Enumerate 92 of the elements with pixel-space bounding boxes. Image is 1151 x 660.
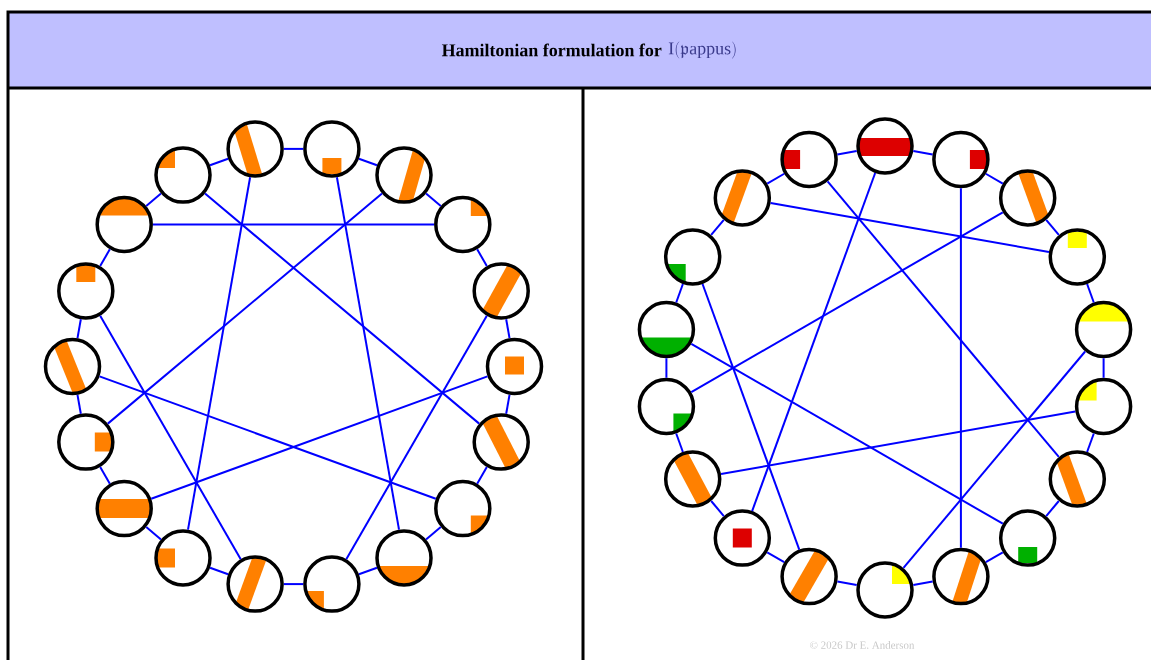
- vertex-circle: [95, 195, 153, 254]
- graph-edge: [1045, 500, 1060, 518]
- vertex-circle: [434, 479, 492, 538]
- vertex-circle: [998, 509, 1057, 567]
- graph-edge: [710, 218, 725, 236]
- vertex-circle: [226, 555, 284, 613]
- graph-edge: [76, 318, 82, 340]
- graph-edge: [209, 566, 230, 576]
- vertex-circle: [43, 337, 102, 396]
- graph-edge: [984, 551, 1004, 564]
- vertex-circle: [303, 555, 361, 613]
- vertex-circle: [780, 130, 838, 189]
- graph-edge: [99, 248, 111, 267]
- graph-edge: [282, 147, 305, 150]
- graph-edge: [76, 393, 82, 415]
- graph-edge: [710, 500, 725, 518]
- graph-edge: [357, 157, 378, 167]
- vertex-circle: [856, 117, 914, 175]
- vertex-circle: [932, 547, 990, 606]
- vertex-circle: [226, 120, 284, 178]
- graph-edge: [836, 150, 858, 156]
- graph-edge: [505, 393, 511, 415]
- vertex-circle: [472, 413, 530, 471]
- graph-edge: [357, 566, 378, 576]
- vertex-circle: [57, 413, 115, 471]
- vertex-circle: [472, 262, 530, 320]
- graph-edge: [187, 176, 252, 531]
- graph-edge: [1045, 218, 1060, 236]
- graph-edge: [751, 172, 877, 513]
- graph-edge: [766, 172, 786, 185]
- vertex-circle: [375, 529, 433, 587]
- graph-edge: [912, 580, 934, 586]
- graph-edge: [701, 283, 801, 551]
- vertex-circle: [932, 130, 990, 189]
- vertex-circle: [434, 195, 492, 254]
- graph-edge: [690, 211, 1004, 394]
- vertex-circle: [637, 300, 696, 359]
- vertex-circle: [780, 547, 838, 606]
- graph-edge: [912, 150, 934, 156]
- vertex-circle: [1048, 450, 1107, 508]
- vertex-circle: [1048, 228, 1107, 286]
- vertex-circle: [663, 228, 722, 286]
- vertex-circle: [1074, 300, 1133, 359]
- graph-edge: [345, 314, 488, 561]
- graph-edge: [959, 187, 962, 549]
- vertex-circle: [154, 146, 212, 204]
- graph-edge: [99, 466, 111, 485]
- graph-edge: [425, 192, 442, 207]
- graph-edge: [902, 350, 1087, 569]
- vertex-circle: [637, 377, 696, 436]
- graph-edge: [145, 526, 162, 541]
- graph-edge: [476, 466, 488, 485]
- formula: $\mathrm{I}(\mathfrak{p}\mathrm{appus})$: [668, 41, 736, 59]
- vertex-circle: [663, 450, 722, 508]
- vertex-circle: [713, 509, 772, 567]
- vertex-circle: [485, 337, 544, 396]
- graph-edge: [720, 410, 1077, 475]
- graph-edge: [151, 223, 436, 226]
- vertex-circle: [998, 169, 1057, 227]
- graph-edge: [150, 375, 489, 500]
- graph-edge: [145, 192, 162, 207]
- graph-edge: [209, 157, 230, 167]
- graph-edge: [335, 176, 400, 531]
- vertex-circle: [375, 146, 433, 204]
- graph-edge: [505, 318, 511, 340]
- graph-edge: [204, 192, 481, 425]
- vertex-circle: [856, 561, 914, 619]
- vertex-circle: [57, 262, 115, 320]
- vertex-circle: [713, 169, 772, 227]
- vertex-circle: [154, 529, 212, 587]
- graph-edge: [98, 375, 437, 500]
- graph-edge: [984, 172, 1004, 185]
- graph-edge: [1086, 432, 1095, 453]
- graph-edge: [282, 583, 305, 586]
- graph-edge: [425, 526, 442, 541]
- graph-edge: [106, 192, 383, 425]
- graph-edge: [665, 357, 668, 379]
- graph-edge: [476, 248, 488, 267]
- title: Hamiltonian formulation for: [441, 43, 662, 57]
- vertex-circle: [303, 120, 361, 178]
- vertex-circle: [1074, 377, 1133, 436]
- graph-edge: [1102, 357, 1105, 379]
- graph-edge: [99, 314, 242, 561]
- graph-edge: [826, 180, 1060, 458]
- graph-edge: [1086, 283, 1095, 304]
- vertex-circle: [95, 479, 153, 538]
- graph-edge: [675, 283, 684, 304]
- graph-edge: [766, 551, 786, 564]
- graph-edge: [769, 201, 1050, 253]
- graph-edge: [836, 580, 858, 586]
- graph-edge: [690, 342, 1004, 525]
- graph-edge: [675, 432, 684, 453]
